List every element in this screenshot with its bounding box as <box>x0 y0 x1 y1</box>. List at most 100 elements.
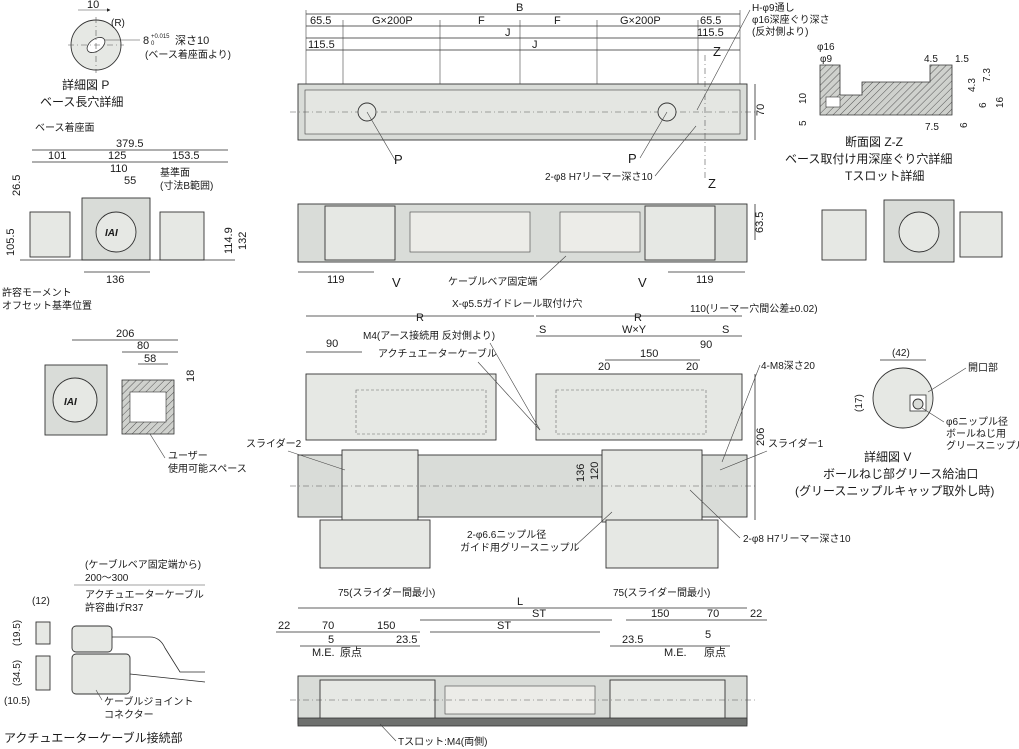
note-user-2: 使用可能スペース <box>168 462 247 475</box>
dim-J-mid: J <box>532 39 538 51</box>
dim-B: B <box>516 2 523 14</box>
label-me-left: M.E. <box>312 647 335 659</box>
note-m8: 4-M8深さ20 <box>761 360 815 372</box>
note-m4: M4(アース接続用 反対側より) <box>363 329 495 342</box>
dim-80: 80 <box>137 340 149 352</box>
dim-65-5-right: 65.5 <box>700 15 721 27</box>
dim-115-5-left: 115.5 <box>308 39 335 51</box>
dim-120-slider: 120 <box>589 462 601 480</box>
dim-70: 70 <box>755 104 767 116</box>
dim-S-left: S <box>539 324 546 336</box>
note-reamer-top: 2-φ8 H7リーマー深さ10 <box>545 171 653 183</box>
dim-150-left: 150 <box>377 620 395 632</box>
dim-150-right: 150 <box>651 608 669 620</box>
dim-90-right: 90 <box>700 339 712 351</box>
dim-4-3: 4.3 <box>967 78 978 92</box>
detail-p-title: 詳細図 P <box>62 77 109 92</box>
dim-34-5: (34.5) <box>12 660 23 686</box>
dim-22-left: 22 <box>278 620 290 632</box>
detail-v: (42) (17) 開口部 φ6ニップル径 ボールねじ用 グリースニップル 詳細… <box>795 348 1019 498</box>
dim-5-left: 5 <box>328 634 334 646</box>
note-from-1: (ケーブルベア固定端から) <box>85 558 201 571</box>
section-subtitle-2: Tスロット詳細 <box>845 168 924 183</box>
label-opening: 開口部 <box>968 361 998 374</box>
dim-16-sec: 16 <box>995 96 1006 108</box>
dim-6-sec: 6 <box>959 122 970 128</box>
cable-joint-view: (ケーブルベア固定端から) 200～300 アクチュエーターケーブル 許容曲げR… <box>4 558 206 745</box>
dim-7-3: 7.3 <box>982 68 993 82</box>
note-nipple-v1: φ6ニップル径 <box>946 415 1008 428</box>
dim-12: (12) <box>32 596 50 607</box>
dim-gxp-right: G×200P <box>620 15 661 27</box>
label-slider-2: スライダー2 <box>246 437 302 450</box>
label-ref-range: (寸法B範囲) <box>160 179 213 192</box>
label-Z-top: Z <box>713 44 721 59</box>
dim-90-left: 90 <box>326 338 338 350</box>
note-min-left: 75(スライダー間最小) <box>338 586 435 599</box>
bottom-view: L ST ST 75(スライダー間最小) 75(スライダー間最小) 22 70 … <box>276 586 767 748</box>
note-user-1: ユーザー <box>168 450 208 462</box>
dim-26-5: 26.5 <box>11 175 23 196</box>
dim-206-user: 206 <box>116 328 134 340</box>
dim-70-right: 70 <box>707 608 719 620</box>
end-view: IAI ベース着座面 379.5 101 125 153.5 110 55 基準… <box>2 121 249 312</box>
dim-119-left: 119 <box>327 274 345 286</box>
dim-136: 136 <box>106 274 124 286</box>
label-Z-bottom: Z <box>708 176 716 191</box>
dim-150-slider: 150 <box>640 348 658 360</box>
tol-8: 8 <box>143 35 149 47</box>
label-me-right: M.E. <box>664 647 687 659</box>
note-cable-1: アクチュエーターケーブル <box>85 588 204 601</box>
cable-joint-title: アクチュエーターケーブル接続部 <box>4 730 183 745</box>
dim-110: 110 <box>110 163 128 175</box>
dim-42: (42) <box>892 348 910 359</box>
depth-10: 深さ10 <box>175 34 209 47</box>
dim-L: L <box>517 596 523 608</box>
dim-65-5-left: 65.5 <box>310 15 331 27</box>
dim-1-5: 1.5 <box>955 54 969 65</box>
dim-136-slider: 136 <box>575 464 587 482</box>
seat-note: (ベース着座面より) <box>145 48 231 61</box>
label-P-right: P <box>628 151 637 166</box>
dim-105-5: 105.5 <box>5 228 17 256</box>
dim-5-right: 5 <box>705 629 711 641</box>
dim-23-5-right: 23.5 <box>622 634 643 646</box>
label-ref-surface: 基準面 <box>160 166 190 179</box>
label-V-right: V <box>638 275 647 290</box>
detail-v-title: 詳細図 V <box>864 449 911 464</box>
note-nipple-2: ガイド用グリースニップル <box>460 541 580 554</box>
detail-v-subtitle: ボールねじ部グリース給油口 <box>823 466 978 481</box>
dim-J-top: J <box>505 27 511 39</box>
note-guide-holes: X-φ5.5ガイドレール取付け穴 <box>452 297 582 310</box>
dim-114-9: 114.9 <box>223 227 235 254</box>
section-title: 断面図 Z-Z <box>845 134 903 149</box>
dim-S-right: S <box>722 324 729 336</box>
dim-ST-top: ST <box>532 608 546 620</box>
note-moment-1: 許容モーメント <box>2 286 72 299</box>
end-view-right <box>821 199 1003 263</box>
dim-379-5: 379.5 <box>116 138 144 150</box>
dim-10: 10 <box>87 0 99 11</box>
tol-sub: 0 <box>151 41 155 47</box>
iai-logo-2: IAI <box>64 397 77 408</box>
dim-132: 132 <box>237 232 249 250</box>
label-base-seat: ベース着座面 <box>35 121 95 134</box>
dim-phi16: φ16 <box>817 42 835 53</box>
iai-logo: IAI <box>105 228 118 239</box>
dim-gxp-left: G×200P <box>372 15 413 27</box>
dim-101: 101 <box>48 150 66 162</box>
dim-ST-mid: ST <box>497 620 511 632</box>
note-nipple-1: 2-φ6.6ニップル径 <box>467 528 546 541</box>
dim-R-left: R <box>416 312 424 324</box>
slider-top-view: R R 90 S W×Y S 150 20 20 90 206 136 120 … <box>246 297 851 569</box>
note-joint-1: ケーブルジョイント <box>104 695 193 708</box>
note-cable-2: 許容曲げR37 <box>85 601 144 614</box>
dim-10-5: (10.5) <box>4 696 30 707</box>
note-reamer-tol: 110(リーマー穴間公差±0.02) <box>690 302 818 315</box>
note-joint-2: コネクター <box>104 709 154 721</box>
radius-label: (R) <box>111 18 125 29</box>
side-view: 63.5 119 119 V V ケーブルベア固定端 <box>297 203 766 290</box>
detail-p-subtitle: ベース長穴詳細 <box>40 94 123 109</box>
dim-F-left: F <box>478 15 485 27</box>
